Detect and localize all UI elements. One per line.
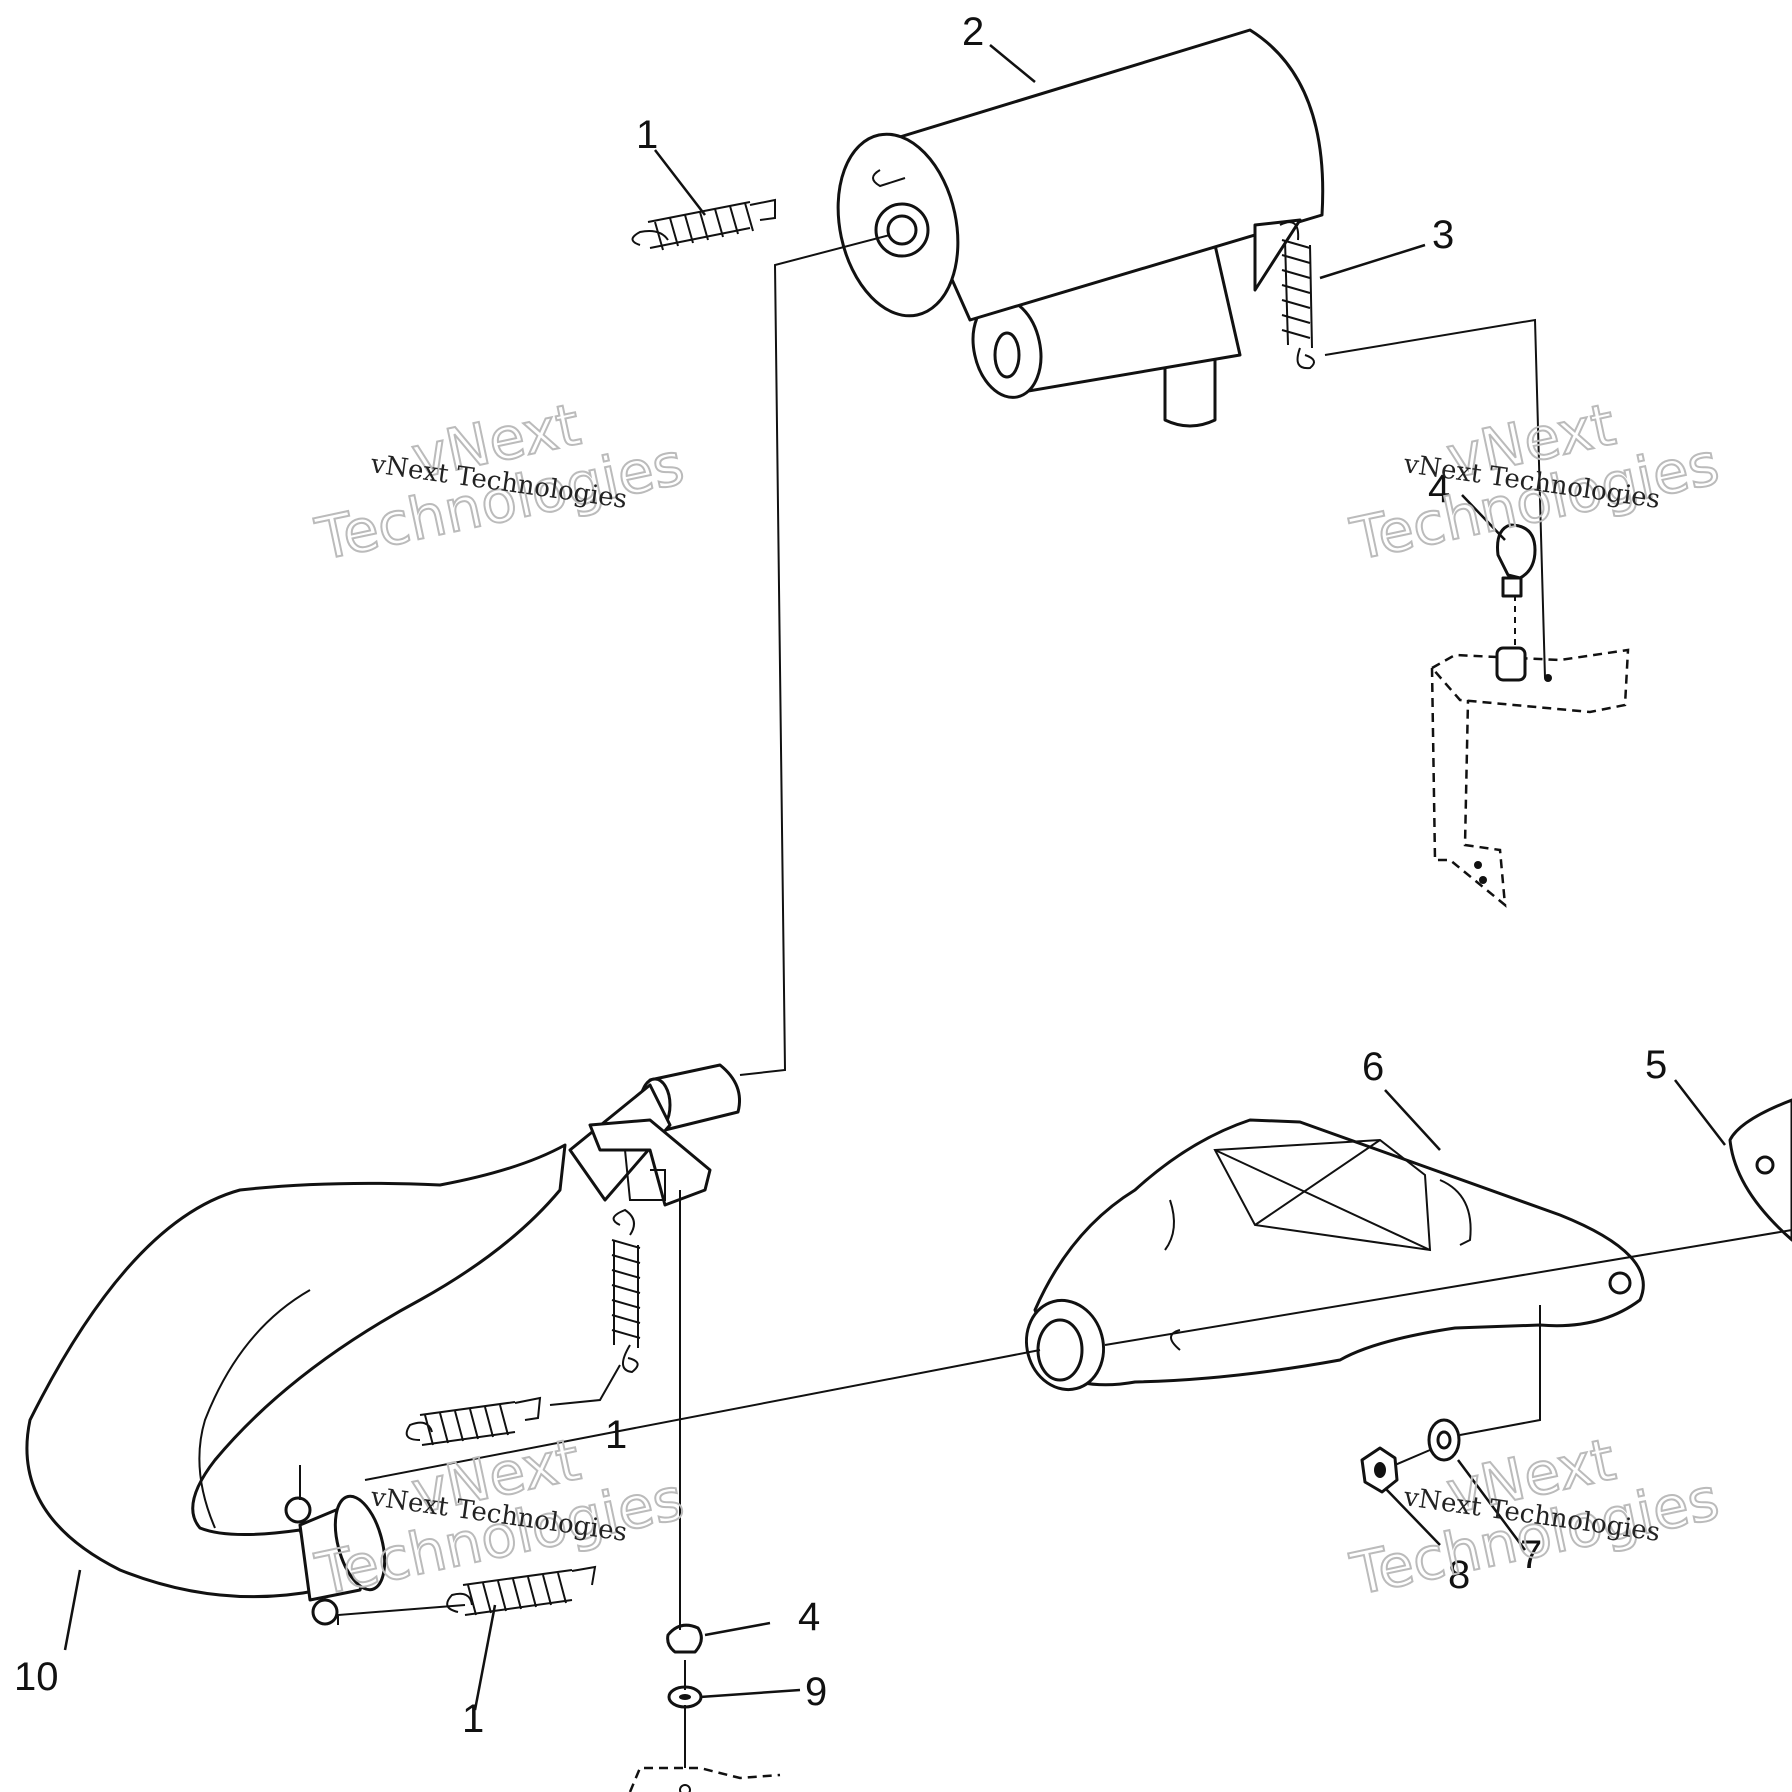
expansion-chamber-inner-curve [198, 1289, 311, 1529]
callout-5: 5 [1645, 1043, 1667, 1087]
leader-4b [704, 1621, 771, 1637]
manifold-inner-cross [1214, 1139, 1431, 1251]
washer-lower [667, 1685, 703, 1709]
leader-5 [1674, 1079, 1726, 1146]
callout-6: 6 [1362, 1045, 1384, 1089]
muffler-lower-tube-bore [993, 331, 1021, 379]
leader-3 [1319, 243, 1426, 280]
spring-upper-right [1279, 221, 1315, 370]
leader-9 [699, 1688, 801, 1699]
frame-bracket-hole-1 [1544, 674, 1552, 682]
assembly-line-spring-to-bracket [1324, 318, 1546, 679]
spring-tab-lower [311, 1598, 339, 1626]
callout-10: 10 [14, 1655, 59, 1699]
muffler [836, 28, 1325, 428]
assembly-line-grommet-lower [679, 1190, 686, 1768]
frame-bracket-upper-outline [1430, 648, 1630, 714]
manifold-hook-lower [1170, 1329, 1181, 1351]
manifold-port-curve [1439, 1179, 1472, 1246]
callout-2: 2 [962, 10, 984, 54]
spring-tab-upper [284, 1496, 312, 1524]
frame-bracket-lower-outline [628, 1766, 781, 1792]
spring-mid-vertical [611, 1208, 641, 1374]
leader-10 [63, 1569, 82, 1651]
expansion-chamber [25, 1143, 567, 1626]
callouts: 2 1 3 4 6 5 1 4 9 10 1 8 7 [14, 10, 1667, 1741]
grommet-lower [666, 1623, 703, 1654]
grommet-lower-head [666, 1623, 703, 1654]
callout-7: 7 [1520, 1533, 1542, 1577]
frame-bracket-upper-leg [1430, 667, 1507, 908]
leader-2 [989, 44, 1036, 83]
assembly-line-pipe-to-manifold [364, 1349, 1041, 1481]
spring-mid-horizontal [405, 1396, 542, 1446]
connector-pipe [568, 1063, 741, 1207]
callout-8: 8 [1448, 1553, 1470, 1597]
manifold-body [1033, 1118, 1645, 1387]
callout-1-lower: 1 [462, 1697, 484, 1741]
leader-1c [473, 1604, 497, 1711]
assembly-line-nut-washer [1394, 1305, 1541, 1466]
callout-3: 3 [1432, 213, 1454, 257]
assembly-line-springs-lower [299, 1465, 466, 1625]
leader-6 [1384, 1089, 1441, 1151]
connector-bracket [588, 1118, 712, 1207]
muffler-can-body [888, 28, 1325, 322]
spring-lower [446, 1565, 597, 1616]
manifold-inner-port [1213, 1138, 1432, 1252]
flat-washer-bore [1436, 1430, 1452, 1450]
connector-pipe-body [648, 1063, 741, 1132]
assembly-lines [299, 234, 1792, 1768]
callout-1-middle: 1 [605, 1413, 627, 1457]
exhaust-gasket [1728, 1098, 1792, 1242]
muffler-bracket-tab [1253, 218, 1302, 292]
manifold-outlet-bore [1036, 1318, 1084, 1382]
leader-7 [1456, 1459, 1527, 1551]
leader-1a [654, 149, 706, 216]
callout-4-upper: 4 [1428, 467, 1450, 511]
expansion-chamber-body [25, 1143, 567, 1599]
leader-8 [1384, 1487, 1441, 1546]
muffler-spring-hook [872, 169, 906, 188]
frame-bracket-hole-3 [1479, 876, 1487, 884]
callout-1-upper: 1 [636, 113, 658, 157]
exhaust-manifold [1024, 1118, 1645, 1392]
assembly-line-muffler-to-pipe [739, 234, 891, 1076]
callout-4-lower: 4 [798, 1595, 820, 1639]
washer-lower-bore [679, 1694, 691, 1700]
nut [1360, 1446, 1399, 1494]
frame-bracket-lower-hole [679, 1784, 691, 1792]
spring-upper-left [631, 198, 776, 251]
frame-bracket-bushing [1495, 646, 1527, 682]
leader-lines [63, 44, 1726, 1711]
muffler-inlet-bore [886, 214, 918, 246]
assembly-line-manifold-to-gasket [1104, 1229, 1792, 1346]
head-pipe-flange [333, 1494, 387, 1592]
manifold-mount-hole [1608, 1271, 1632, 1295]
grommet-upper-stem [1501, 576, 1523, 598]
frame-bracket-upper [1430, 646, 1630, 908]
frame-bracket-hole-2 [1474, 861, 1482, 869]
callout-9: 9 [805, 1670, 827, 1714]
flat-washer [1427, 1418, 1461, 1462]
gasket-hole [1755, 1155, 1775, 1175]
grommet-upper [1496, 523, 1537, 598]
connector-bracket-slot [624, 1149, 666, 1201]
assembly-line-spring-mid [549, 1364, 621, 1406]
manifold-hook-upper [1164, 1199, 1175, 1251]
leader-4a [1461, 494, 1506, 541]
nut-bore [1374, 1462, 1386, 1478]
